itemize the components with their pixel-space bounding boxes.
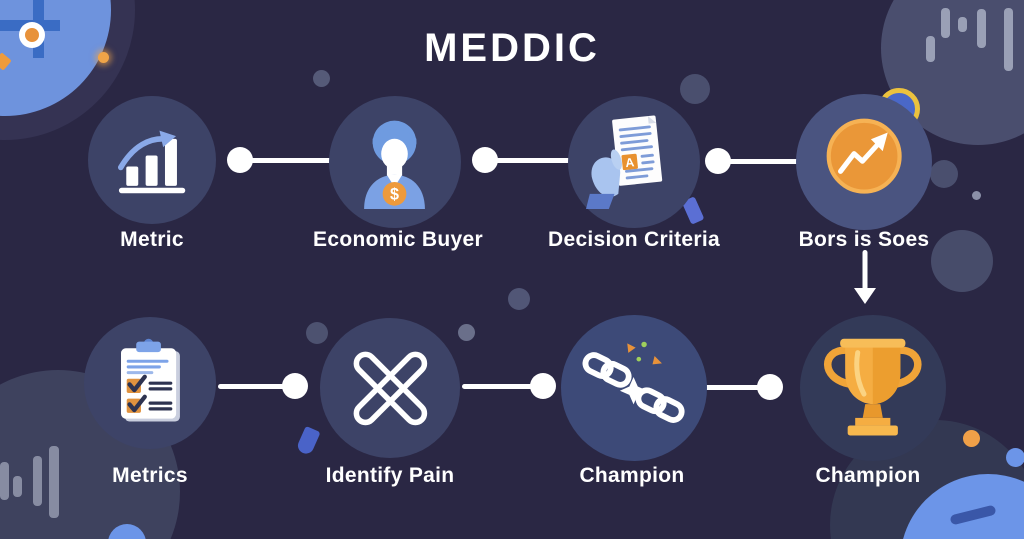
- hand-shape: [586, 150, 623, 210]
- decor-dot: [313, 70, 330, 87]
- equalizer-bars-icon: [49, 446, 59, 518]
- connector-dot: [530, 373, 556, 399]
- decor-dot-blue: [108, 524, 146, 539]
- identify-pain-label: Identify Pain: [325, 464, 455, 487]
- economic-buyer-icon: $: [364, 121, 426, 210]
- connector-line: [462, 384, 536, 389]
- connector-dot: [472, 147, 498, 173]
- champion-trophy-label: Champion: [815, 464, 921, 487]
- economic-buyer-label: Economic Buyer: [313, 228, 483, 251]
- broken-chain-circle: [561, 315, 707, 461]
- trend-up-icon: [826, 118, 902, 194]
- trophy-icon: [824, 339, 922, 436]
- decor-confetti-blue: [295, 425, 321, 457]
- dollar-badge-glyph: $: [391, 186, 400, 204]
- document-hand-icon: A: [586, 115, 663, 210]
- bar-chart-growth-icon: [117, 130, 186, 194]
- equalizer-bars-icon: [958, 17, 967, 32]
- connector-line: [725, 159, 799, 164]
- stamp-glyph: A: [625, 156, 635, 171]
- broken-chain-icon: [582, 342, 686, 424]
- decor-dot-blue: [1006, 448, 1024, 467]
- connector-dot: [227, 147, 253, 173]
- trend-label: Bors is Soes: [798, 228, 930, 251]
- metric-label: Metric: [120, 228, 184, 251]
- connector-dot: [705, 148, 731, 174]
- equalizer-bars-icon: [977, 9, 986, 48]
- connector-line: [492, 158, 570, 163]
- crossed-x-icon: [353, 351, 427, 425]
- connector-line: [247, 158, 332, 163]
- connector-dot: [282, 373, 308, 399]
- connector-dot: [757, 374, 783, 400]
- decor-dot: [680, 74, 710, 104]
- equalizer-bars-icon: [33, 456, 42, 506]
- trend-circle: [796, 94, 932, 230]
- decor-glow-dot: [98, 52, 109, 63]
- champion-chain-label: Champion: [579, 464, 685, 487]
- decor-dot: [508, 288, 530, 310]
- economic-buyer-circle: $: [329, 96, 461, 228]
- decision-criteria-circle: A: [568, 96, 700, 228]
- connector-line: [700, 385, 762, 390]
- metrics-circle: [84, 317, 216, 449]
- metric-circle: [88, 96, 216, 224]
- decor-dot: [931, 230, 993, 292]
- trophy-circle: [800, 315, 946, 461]
- equalizer-bars-icon: [926, 36, 935, 62]
- decor-dot-orange: [963, 430, 980, 447]
- equalizer-bars-icon: [13, 476, 22, 497]
- decor-dot: [930, 160, 958, 188]
- down-arrow-icon: [854, 250, 876, 304]
- identify-pain-circle: [320, 318, 460, 458]
- page-title: MEDDIC: [424, 26, 600, 70]
- equalizer-bars-icon: [1004, 8, 1013, 71]
- equalizer-bars-icon: [0, 462, 9, 500]
- decision-criteria-label: Decision Criteria: [548, 228, 720, 251]
- equalizer-bars-icon: [941, 8, 950, 38]
- clipboard-checklist-icon: [121, 339, 181, 422]
- decor-dot: [972, 191, 981, 200]
- decor-dot: [306, 322, 328, 344]
- target-dot-center: [25, 28, 39, 42]
- metrics-label: Metrics: [112, 464, 188, 487]
- decor-dot: [458, 324, 475, 341]
- connector-line: [218, 384, 290, 389]
